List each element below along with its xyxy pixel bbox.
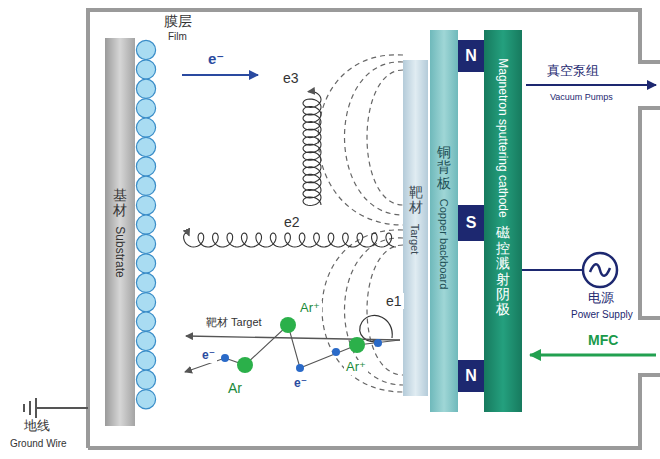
magnet-pole: N [465,367,477,385]
magnet-pole: N [465,47,477,65]
sputtered-atom-path [186,336,400,340]
pump-label: Vacuum Pumps [548,92,615,102]
magnet-box: N [458,40,484,72]
electron-label: e⁻ [206,50,226,67]
gas-inlet-arrow [530,354,656,357]
rotated-label: Target [410,224,422,255]
copper-backboard-box: 铜背板 Copper backboard [430,30,458,412]
power-wire [522,269,582,271]
magnet-pole: S [466,214,477,232]
electron-label: e⁻ [292,377,309,391]
ion-label: Ar⁺ [344,360,368,375]
callout-number: e2 [282,214,302,230]
callout-number: e1 [384,293,404,309]
magnet-box: S [458,205,484,241]
vertical-label: 基材 [113,188,127,219]
film-label: Film [166,31,189,43]
electron-arrow [182,74,258,76]
vertical-label: 磁控溅射阴极 [496,225,510,317]
rotated-label: Substrate [113,227,127,278]
atom-label: Ar [226,380,244,396]
electron-trajectory [184,91,396,247]
target-box: 靶材 Target [403,60,428,396]
power-supply-symbol [583,253,617,287]
ac-symbol [590,264,610,276]
magnet-box: N [458,360,484,392]
rotated-label: Copper backboard [438,199,450,290]
electron-loop [360,315,393,341]
vertical-label: 铜背板 [437,145,451,191]
rotated-label: Magnetron sputtering cathode [496,58,510,217]
film-label: 膜层 [162,13,194,29]
ground-label: Ground Wire [8,438,69,450]
cathode-box: 磁控溅射阴极 Magnetron sputtering cathode [484,30,522,412]
pump-label: 真空泵组 [545,64,601,79]
electron-label: e⁻ [200,349,217,363]
particle-label: 靶材 Target [204,316,264,329]
power-label: 电源 [586,291,616,306]
ground-label: 地线 [22,419,52,434]
power-label: Power Supply [569,309,635,321]
substrate-box: 基材 Substrate [105,38,135,426]
vacuum-arrow [526,84,656,86]
vertical-label: 靶材 [409,185,423,216]
vacuum-chamber [88,10,660,448]
mfc-label: MFC [586,332,620,348]
ion-label: Ar⁺ [298,301,322,316]
ground-symbol [24,398,88,418]
film-layer [136,40,155,408]
callout-number: e3 [281,70,301,86]
